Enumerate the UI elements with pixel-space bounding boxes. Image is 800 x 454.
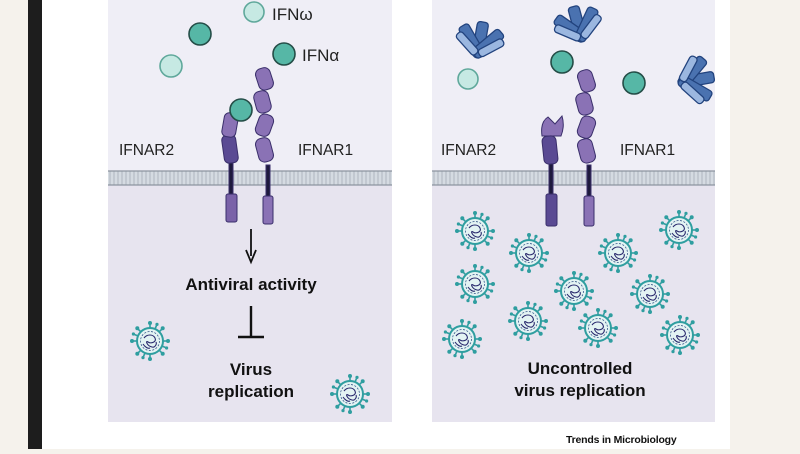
virus-particle	[441, 318, 483, 360]
virus-particle	[597, 232, 639, 274]
virus-particle	[329, 373, 371, 415]
virus-particle	[629, 273, 671, 315]
right-membrane	[432, 171, 715, 185]
virus-particle	[129, 320, 171, 362]
virus-replication-line2: replication	[208, 382, 294, 401]
virus-particle	[577, 307, 619, 349]
left-membrane	[108, 171, 392, 185]
ifn-omega-ligand	[243, 1, 265, 23]
ifn-omega-label: IFNω	[272, 5, 313, 24]
uncontrolled-replication-line2: virus replication	[514, 381, 645, 400]
right-panel: IFNAR2 IFNAR1 Uncontrolled virus replica…	[432, 0, 719, 422]
virus-particle	[553, 270, 595, 312]
ifn-alpha-neutralized	[622, 71, 646, 95]
left-panel: IFNω IFNα IFNAR2 IFNAR1 Antiviral activi…	[108, 0, 392, 422]
virus-particle	[508, 232, 550, 274]
signaling-arrow	[245, 229, 257, 265]
ifnar2-label-right: IFNAR2	[441, 142, 496, 159]
journal-credit: Trends in Microbiology	[566, 434, 677, 446]
ifnar2-receptor-right	[541, 114, 564, 227]
virus-particle	[507, 300, 549, 342]
ifn-omega-ligand	[159, 54, 183, 78]
ifnar1-receptor-right	[575, 69, 597, 227]
ifn-alpha-neutralized	[550, 50, 574, 74]
virus-particle	[658, 209, 700, 251]
virus-particle	[454, 263, 496, 305]
uncontrolled-replication-line1: Uncontrolled	[528, 359, 633, 378]
left-extracellular	[108, 0, 392, 172]
ifn-alpha-bound	[229, 98, 253, 122]
ifn-alpha-ligand	[188, 22, 212, 46]
virus-replication-line1: Virus	[230, 360, 272, 379]
ifn-omega-neutralized	[457, 68, 479, 90]
ifn-alpha-label: IFNα	[302, 46, 339, 65]
ifnar1-receptor-left	[253, 67, 275, 225]
virus-particle	[454, 210, 496, 252]
antiviral-activity-label: Antiviral activity	[185, 275, 317, 294]
left-border-bar	[28, 0, 42, 449]
ifnar1-label-right: IFNAR1	[620, 142, 675, 159]
ifn-alpha-ligand	[272, 42, 296, 66]
ifnar2-label-left: IFNAR2	[119, 142, 174, 159]
inhibition-symbol	[238, 306, 264, 339]
virus-particle	[659, 314, 701, 356]
ifnar1-label-left: IFNAR1	[298, 142, 353, 159]
